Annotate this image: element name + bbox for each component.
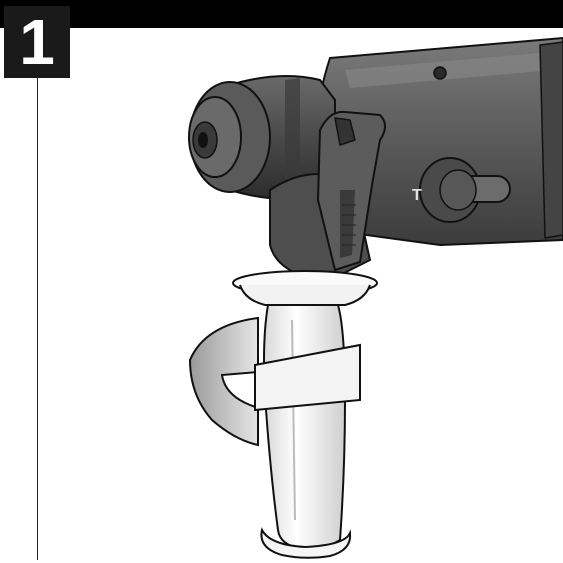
rotation-arrow-icon [188, 316, 361, 447]
mode-selector-icon [419, 157, 511, 223]
step-number: 1 [19, 6, 55, 78]
vertical-rule [37, 78, 38, 560]
mode-marking: T [412, 187, 422, 204]
step-number-box: 1 [4, 6, 70, 78]
header-bar [0, 0, 563, 28]
handle-clamp [269, 110, 386, 276]
chuck [188, 75, 336, 200]
